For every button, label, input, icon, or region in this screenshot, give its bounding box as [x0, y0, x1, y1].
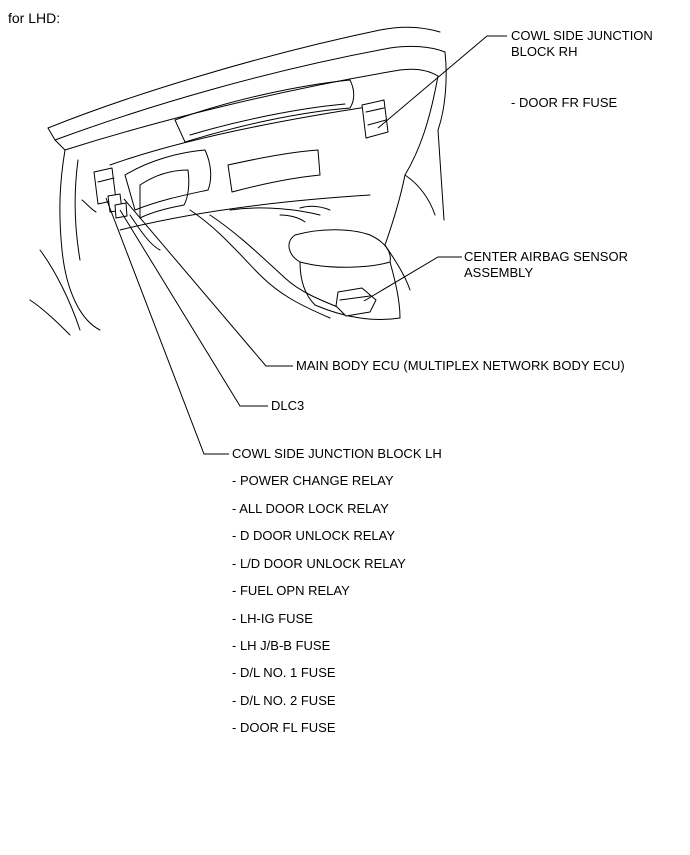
- airbag-sensor-label-2: ASSEMBLY: [464, 265, 534, 280]
- leader-airbag: [363, 256, 462, 302]
- cowl-lh-item: - D/L NO. 1 FUSE: [232, 665, 336, 680]
- cowl-lh-label: COWL SIDE JUNCTION BLOCK LH: [232, 446, 442, 461]
- cowl-lh-item: - POWER CHANGE RELAY: [232, 473, 394, 488]
- leader-cowl-lh: [105, 197, 229, 455]
- cowl-rh-label: COWL SIDE JUNCTION: [511, 28, 653, 43]
- main-body-ecu-label: MAIN BODY ECU (MULTIPLEX NETWORK BODY EC…: [296, 358, 625, 373]
- cowl-lh-item: - FUEL OPN RELAY: [232, 583, 350, 598]
- dashboard-illustration: [29, 26, 447, 336]
- leader-dlc3: [119, 209, 268, 407]
- cowl-lh-item: - LH-IG FUSE: [232, 611, 313, 626]
- cowl-rh-label-2: BLOCK RH: [511, 44, 578, 59]
- cowl-rh-item: - DOOR FR FUSE: [511, 95, 618, 110]
- cowl-lh-item: - DOOR FL FUSE: [232, 720, 336, 735]
- dlc3-label: DLC3: [271, 398, 305, 413]
- cowl-lh-item: - D DOOR UNLOCK RELAY: [232, 528, 396, 543]
- cowl-lh-item: - LH J/B-B FUSE: [232, 638, 331, 653]
- cowl-lh-item: - ALL DOOR LOCK RELAY: [232, 501, 389, 516]
- cowl-lh-item: - D/L NO. 2 FUSE: [232, 693, 336, 708]
- cowl-lh-item: - L/D DOOR UNLOCK RELAY: [232, 556, 406, 571]
- leader-main-body-ecu: [123, 198, 293, 367]
- leader-cowl-rh: [377, 35, 507, 129]
- airbag-sensor-label: CENTER AIRBAG SENSOR: [464, 249, 628, 264]
- page-title: for LHD:: [8, 10, 61, 26]
